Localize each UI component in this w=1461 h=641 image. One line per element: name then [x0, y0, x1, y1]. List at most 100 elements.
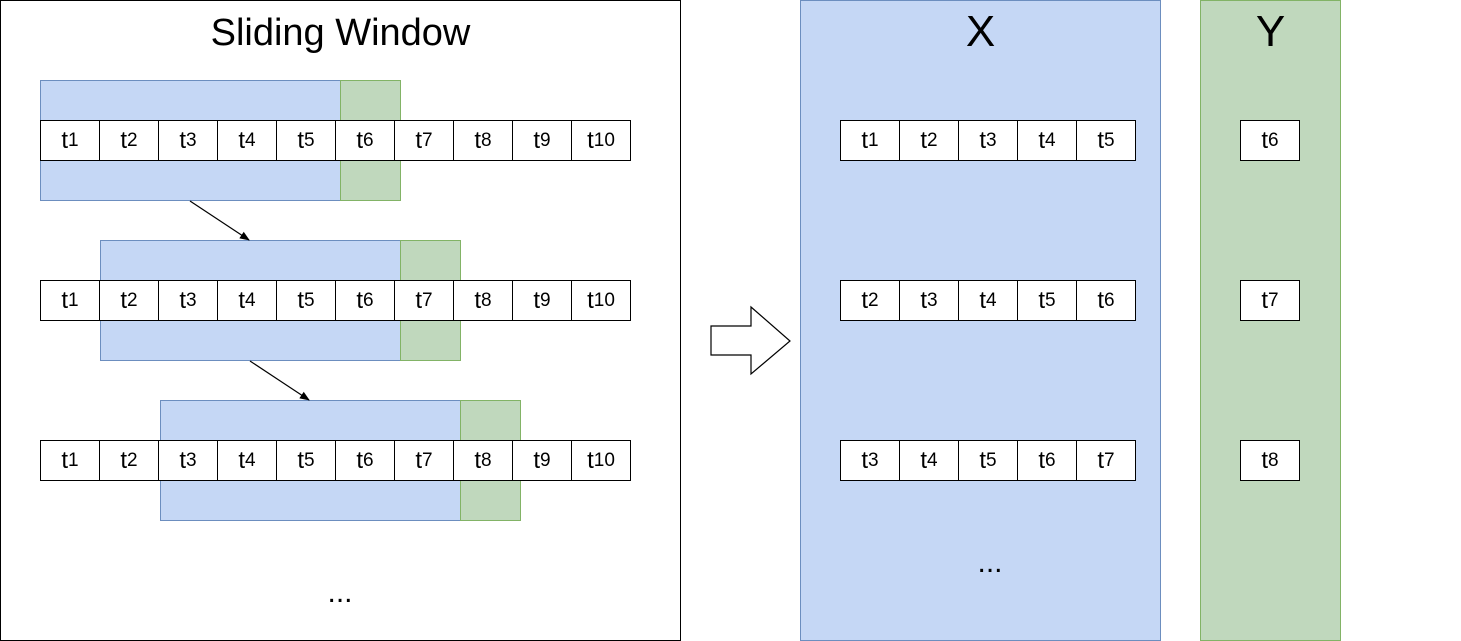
window-2-target-band-top: [400, 240, 461, 281]
time-step-letter: t: [1038, 286, 1046, 314]
time-step-letter: t: [356, 446, 364, 474]
y-title: Y: [1255, 7, 1286, 56]
window-1-input-band-bottom: [40, 160, 341, 201]
time-step-letter: t: [587, 446, 594, 474]
time-step-letter: t: [61, 126, 69, 154]
time-step-letter: t: [533, 446, 541, 474]
time-step-letter: t: [238, 286, 246, 314]
x-title: X: [965, 7, 996, 56]
time-step-letter: t: [979, 286, 987, 314]
time-step-letter: t: [920, 286, 928, 314]
time-step-letter: t: [587, 286, 594, 314]
x-ellipsis: ...: [977, 546, 1003, 579]
time-step-letter: t: [474, 286, 482, 314]
time-step-letter: t: [1097, 126, 1105, 154]
window-2-input-band-top: [100, 240, 401, 281]
transform-arrow-icon: [710, 305, 791, 376]
time-step-letter: t: [415, 446, 423, 474]
time-step-letter: t: [179, 126, 187, 154]
time-step-letter: t: [1261, 286, 1269, 314]
time-step-letter: t: [297, 286, 305, 314]
time-step-letter: t: [1038, 446, 1046, 474]
time-step-letter: t: [1038, 126, 1046, 154]
sliding-window-ellipsis: ...: [327, 576, 353, 609]
time-step-letter: t: [61, 446, 69, 474]
time-step-letter: t: [61, 286, 69, 314]
time-step-letter: t: [979, 126, 987, 154]
time-step-letter: t: [238, 126, 246, 154]
time-step-letter: t: [179, 286, 187, 314]
time-step-letter: t: [120, 446, 128, 474]
time-step-letter: t: [533, 126, 541, 154]
time-step-letter: t: [238, 446, 246, 474]
time-step-letter: t: [415, 126, 423, 154]
time-step-letter: t: [533, 286, 541, 314]
slide-arrow-2: [249, 360, 310, 401]
window-3-target-band-top: [460, 400, 521, 441]
time-step-letter: t: [297, 446, 305, 474]
time-step-letter: t: [356, 126, 364, 154]
time-step-letter: t: [1261, 446, 1269, 474]
time-step-letter: t: [120, 286, 128, 314]
window-1-target-band-top: [340, 80, 401, 121]
slide-arrow-1: [189, 200, 250, 241]
time-step-letter: t: [1097, 446, 1105, 474]
window-1-target-band-bottom: [340, 160, 401, 201]
time-step-letter: t: [861, 286, 869, 314]
time-step-letter: t: [179, 446, 187, 474]
time-step-letter: t: [1261, 126, 1269, 154]
time-step-letter: t: [920, 126, 928, 154]
time-step-letter: t: [920, 446, 928, 474]
time-step-letter: t: [120, 126, 128, 154]
sliding-window-title: Sliding Window: [210, 12, 471, 54]
time-step-letter: t: [474, 126, 482, 154]
time-step-letter: t: [861, 446, 869, 474]
